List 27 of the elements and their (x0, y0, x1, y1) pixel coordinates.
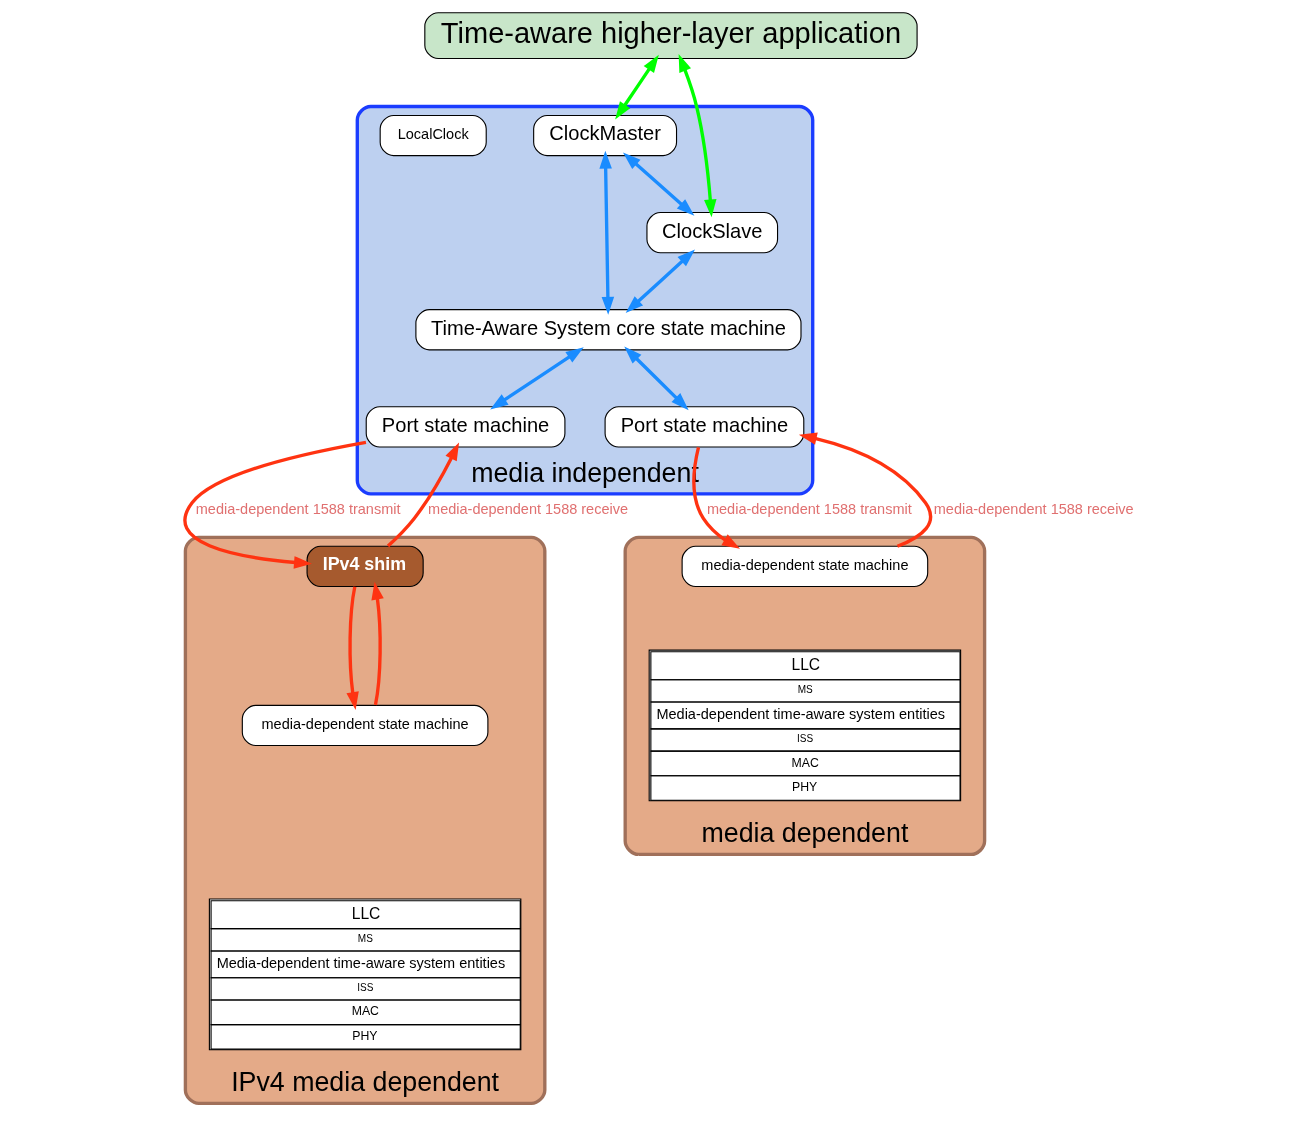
arrow (614, 54, 659, 120)
node-box: Time-aware higher-layer application (423, 12, 918, 60)
arrow (623, 346, 689, 411)
arrow (345, 586, 359, 710)
node-box: media-dependent state machine (681, 545, 928, 588)
arrow (386, 442, 459, 548)
node-box: ClockMaster (532, 114, 677, 157)
node-box: media-dependent state machine (241, 704, 488, 747)
arrow (182, 440, 366, 569)
edge-label: media-dependent 1588 transmit (195, 501, 401, 518)
arrow (370, 581, 384, 706)
node-box: Time-Aware System core state machine (414, 309, 802, 351)
edge-label: media-dependent 1588 receive (427, 501, 628, 518)
arrow (798, 432, 932, 548)
arrow (691, 446, 740, 549)
arrow (625, 249, 695, 313)
node-box: LocalClock (379, 114, 487, 157)
arrow (678, 53, 717, 218)
node-box: ClockSlave (645, 212, 778, 254)
arrow (598, 150, 614, 315)
arrow (622, 152, 694, 216)
node-box: Port state machine (365, 406, 565, 448)
node-box: IPv4 shim (306, 545, 424, 588)
arrow (489, 347, 584, 410)
edge-label: media-dependent 1588 transmit (706, 501, 912, 518)
edge-label: media-dependent 1588 receive (933, 501, 1134, 518)
node-box: Port state machine (604, 406, 804, 448)
